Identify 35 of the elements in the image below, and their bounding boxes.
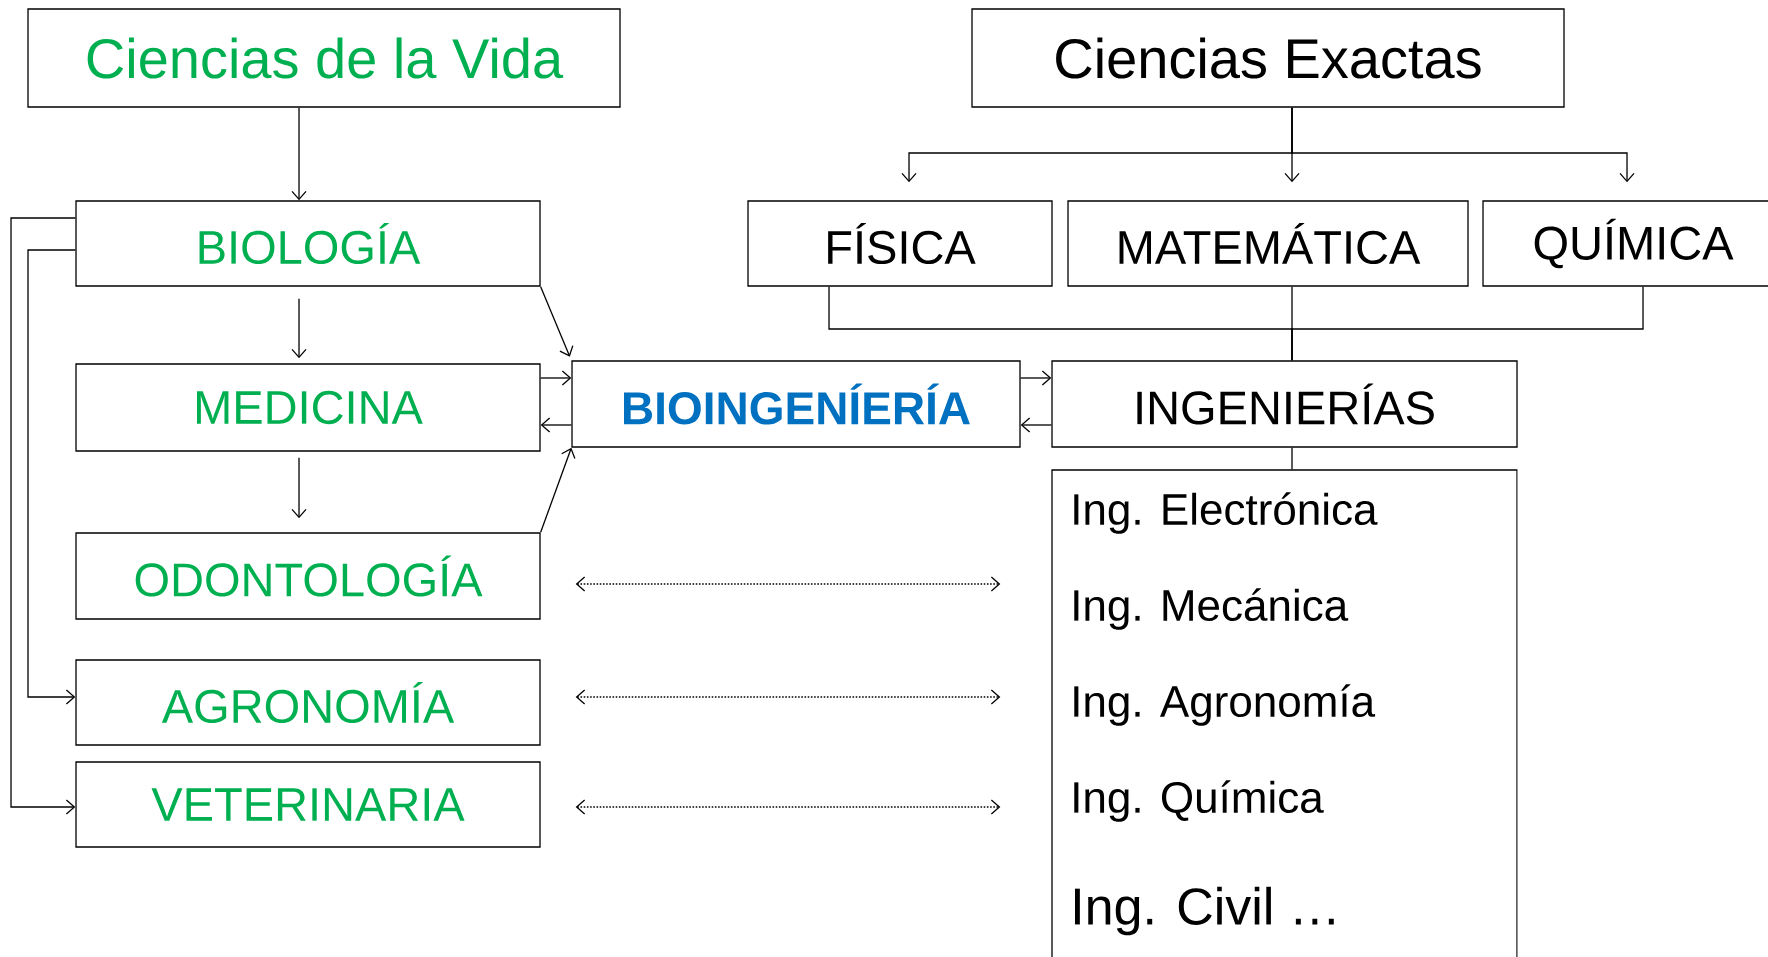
discipline-box: MATEMÁTICA <box>1067 200 1469 287</box>
discipline-box: AGRONOMÍA <box>75 659 541 746</box>
arrow <box>540 370 572 386</box>
discipline-box: MEDICINA <box>75 363 541 452</box>
arrow <box>1291 107 1635 183</box>
list-item: Ing. Mecánica <box>1074 588 1349 630</box>
arrow <box>1020 417 1052 433</box>
discipline-box: VETERINARIA <box>75 761 541 848</box>
double-arrow <box>575 799 1001 815</box>
list-box <box>1051 469 1518 957</box>
list-item: Ing. Civil … <box>1075 886 1334 936</box>
arrow <box>1020 370 1052 386</box>
list-item: Ing. Agronomía <box>1074 684 1376 726</box>
connector-line <box>1291 286 1644 361</box>
title-box: Ciencias Exactas <box>971 8 1565 108</box>
list-item: Ing. Electrónica <box>1074 492 1378 534</box>
connector-line <box>1291 447 1293 470</box>
arrow <box>27 249 76 705</box>
discipline-box: BIOINGENÍERÍA <box>571 360 1021 448</box>
discipline-box: QUÍMICA <box>1482 200 1768 287</box>
discipline-box: BIOLOGÍA <box>75 200 541 287</box>
discipline-box: FÍSICA <box>747 200 1053 287</box>
discipline-box: INGENIERÍAS <box>1051 360 1518 448</box>
list-item: Ing. Química <box>1074 780 1324 822</box>
arrow <box>540 417 572 433</box>
double-arrow <box>575 576 1001 592</box>
discipline-box: ODONTOLOGÍA <box>75 532 541 620</box>
arrow <box>540 447 576 533</box>
double-arrow <box>575 689 1001 705</box>
arrow <box>10 217 76 815</box>
arrow <box>291 457 307 519</box>
arrow <box>291 298 307 359</box>
arrow <box>540 286 574 357</box>
title-box: Ciencias de la Vida <box>27 8 621 108</box>
arrow <box>291 107 307 201</box>
